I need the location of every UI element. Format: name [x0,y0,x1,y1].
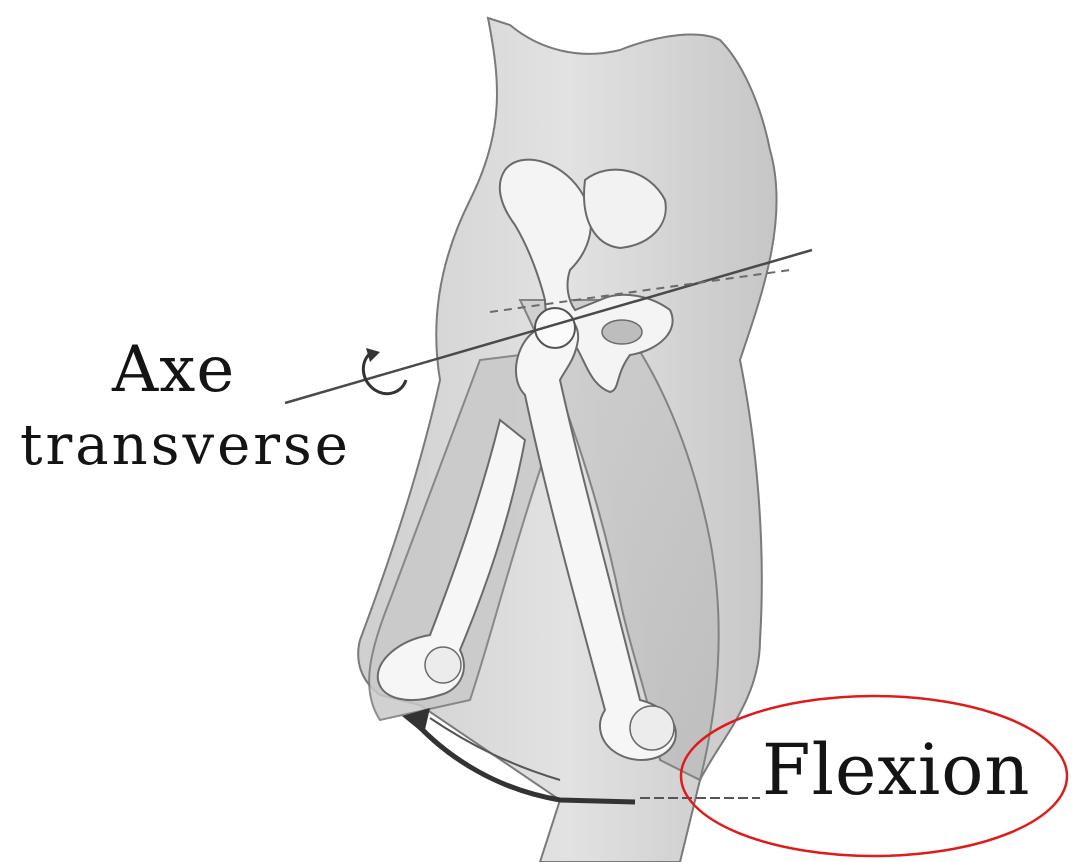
flexion-label: Flexion [762,730,1030,810]
axis-label-line2: transverse [20,416,351,476]
femoral-condyle-extended [630,706,674,750]
femoral-condyle-flexed [425,647,461,683]
axis-label-line1: Axe [112,338,235,402]
rotation-arrowhead-icon [366,348,380,362]
obturator-foramen [602,320,642,344]
